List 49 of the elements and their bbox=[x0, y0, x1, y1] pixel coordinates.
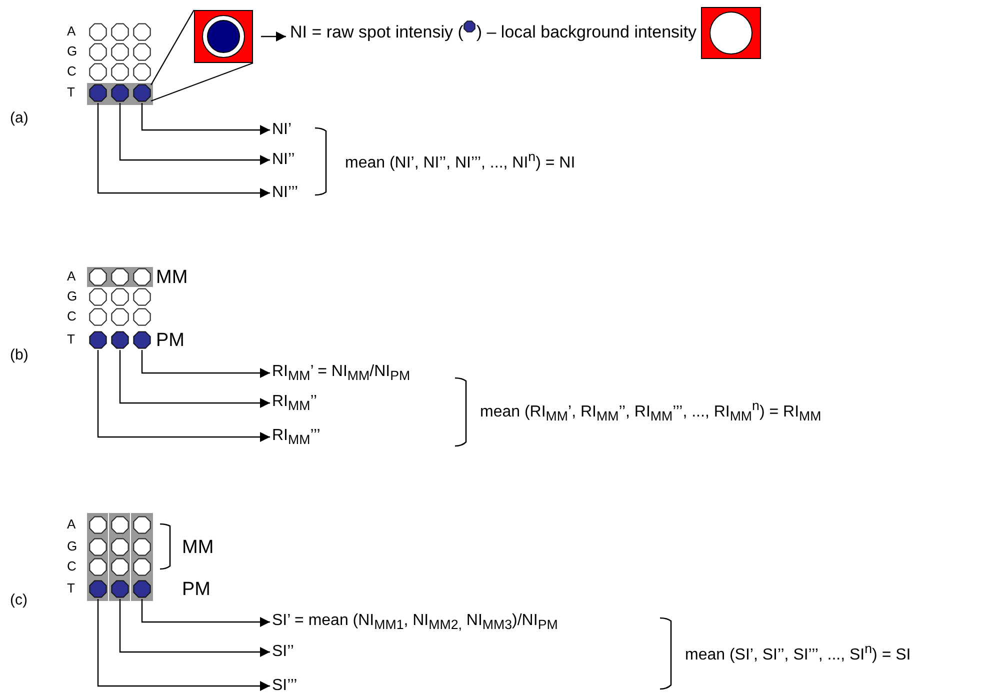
probe-label: MM bbox=[156, 267, 188, 289]
formula-text: mean (RI$_{MM}$’, RI$_{MM}$’’, RI$_{MM}$’’’, ..., RI$_{MM}$$^{n}$) = RI$_{MM}$ bbox=[480, 398, 822, 424]
spot bbox=[88, 330, 108, 350]
formula-text: RI$_{MM}$’’ bbox=[272, 392, 318, 414]
panel-label: (a) bbox=[10, 109, 28, 127]
formula-text: SI’’ bbox=[272, 642, 294, 662]
formula-text: mean (NI’, NI’’, NI’’’, ..., NI$^{n}$) = NI bbox=[345, 149, 576, 173]
formula-text: SI’’’ bbox=[272, 676, 298, 696]
row-label: A bbox=[67, 24, 76, 40]
formula-text: RI$_{MM}$’ = NI$_{MM}$/NI$_{PM}$ bbox=[272, 362, 410, 384]
row-label: T bbox=[67, 332, 75, 348]
probe-label: PM bbox=[182, 579, 210, 601]
magnification-line bbox=[150, 10, 195, 86]
row-label: G bbox=[67, 540, 78, 554]
panel-label: (c) bbox=[10, 591, 28, 609]
spot bbox=[132, 330, 152, 350]
probe-label: MM bbox=[182, 537, 214, 559]
formula-text: RI$_{MM}$’’’ bbox=[272, 426, 320, 448]
formula-text: NI’’’ bbox=[272, 184, 298, 202]
row-label: G bbox=[67, 44, 78, 60]
probe-label: PM bbox=[156, 330, 184, 352]
formula-text: NI = raw spot intensiy ( bbox=[290, 22, 464, 42]
magnified-spot-drawing bbox=[194, 10, 253, 63]
row-label: C bbox=[67, 64, 76, 80]
arrow bbox=[119, 350, 270, 408]
magnification-line bbox=[150, 62, 254, 102]
row-label: A bbox=[67, 270, 76, 284]
formula-text: ) – local background intensity bbox=[476, 22, 697, 42]
row-label: C bbox=[67, 310, 76, 324]
spot bbox=[110, 330, 130, 350]
panel-label: (b) bbox=[10, 346, 28, 364]
formula-text: mean (SI’, SI’’, SI’’’, ..., SI$^{n}$) = SI bbox=[685, 641, 911, 665]
arrow bbox=[141, 350, 270, 378]
row-label: G bbox=[67, 290, 78, 304]
arrow bbox=[119, 599, 270, 657]
formula-text: NI’’ bbox=[272, 150, 295, 170]
arrow bbox=[119, 103, 270, 165]
row-label: A bbox=[67, 518, 76, 532]
row-label: T bbox=[67, 582, 75, 596]
row-label: C bbox=[67, 560, 76, 574]
arrow bbox=[97, 599, 270, 691]
row-label: T bbox=[67, 86, 75, 100]
arrow bbox=[141, 103, 270, 135]
arrow bbox=[261, 32, 286, 42]
formula-text: SI’ = mean (NI$_{MM1}$, NI$_{MM2,}$ NI$_{MM3}$)/NI$_{PM}$ bbox=[272, 612, 558, 632]
arrow bbox=[141, 599, 270, 627]
formula-text: NI’ bbox=[272, 120, 292, 140]
arrow bbox=[97, 103, 270, 198]
arrow bbox=[97, 350, 270, 442]
